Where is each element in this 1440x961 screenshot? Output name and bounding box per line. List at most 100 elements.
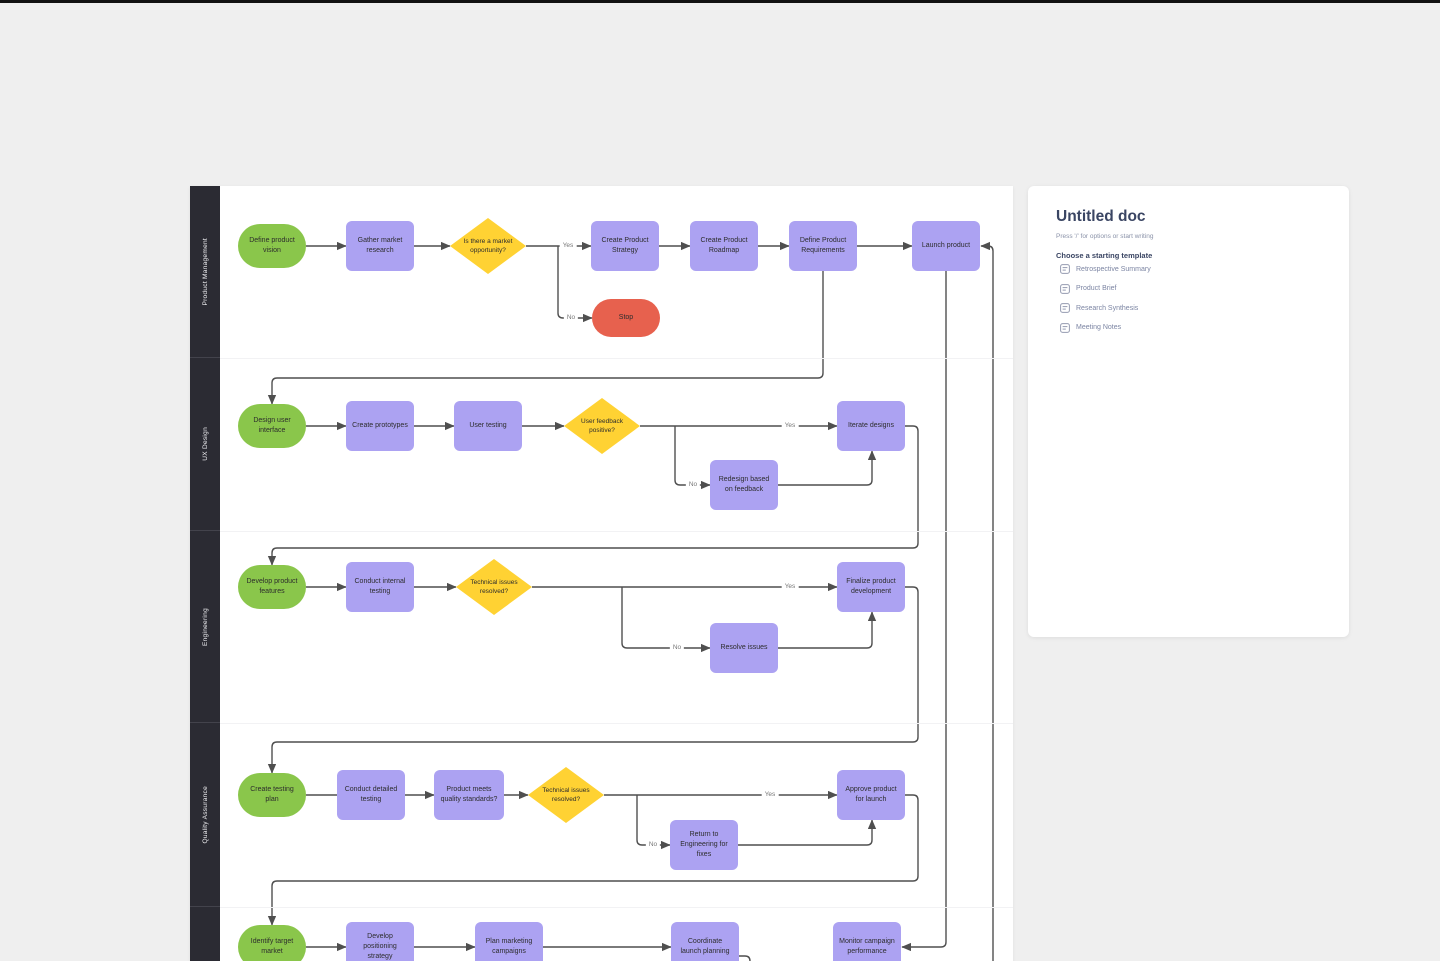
template-doc-icon xyxy=(1060,283,1070,294)
node-monitor-campaign-performance[interactable]: Monitor campaign performance xyxy=(833,922,901,961)
node-launch-product[interactable]: Launch product xyxy=(912,221,980,271)
node-conduct-internal-testing[interactable]: Conduct internal testing xyxy=(346,562,414,612)
connector xyxy=(738,819,877,846)
node-create-testing-plan[interactable]: Create testing plan xyxy=(238,773,306,817)
edge-label-no: No xyxy=(645,840,661,850)
node-define-product-requirements[interactable]: Define Product Requirements xyxy=(789,221,857,271)
node-define-product-vision[interactable]: Define product vision xyxy=(238,224,306,268)
template-doc-icon xyxy=(1060,322,1070,333)
node-user-feedback-positive[interactable]: User feedback positive? xyxy=(564,398,640,454)
node-label: Define Product Requirements xyxy=(799,237,847,254)
lane-divider xyxy=(220,907,1013,908)
edge-label-yes: Yes xyxy=(559,241,577,251)
template-item-meeting-notes[interactable]: Meeting Notes xyxy=(1060,322,1122,333)
node-return-to-engineering-for-fixes[interactable]: Return to Engineering for fixes xyxy=(670,820,738,870)
node-label: Develop positioning strategy xyxy=(363,933,397,960)
edge-label-yes: Yes xyxy=(781,582,799,592)
swimlane-label[interactable]: Quality Assurance xyxy=(201,785,209,844)
template-item-label: Product Brief xyxy=(1076,285,1117,292)
connector xyxy=(636,795,671,850)
node-finalize-product-development[interactable]: Finalize product development xyxy=(837,562,905,612)
node-iterate-designs[interactable]: Iterate designs xyxy=(837,401,905,451)
lane-divider xyxy=(220,531,1013,532)
node-label: Resolve issues xyxy=(720,644,768,652)
template-doc-icon xyxy=(1060,264,1070,274)
swimlane-product-management: Product Management xyxy=(190,186,220,358)
lane-divider xyxy=(220,723,1013,724)
node-redesign-based-on-feedback[interactable]: Redesign based on feedback xyxy=(710,460,778,510)
node-market-opportunity[interactable]: Is there a market opportunity? xyxy=(450,218,526,274)
connector xyxy=(674,426,711,490)
node-label: Identify target market xyxy=(250,938,294,955)
node-stop[interactable]: Stop xyxy=(592,299,660,337)
edge-label-yes: Yes xyxy=(761,790,779,800)
doc-title[interactable]: Untitled doc xyxy=(1056,208,1146,225)
node-create-product-strategy[interactable]: Create Product Strategy xyxy=(591,221,659,271)
node-develop-product-features[interactable]: Develop product features xyxy=(238,565,306,609)
edge-label-yes: Yes xyxy=(781,421,799,431)
connector xyxy=(621,587,711,653)
node-gather-market-research[interactable]: Gather market research xyxy=(346,221,414,271)
node-label: Technical issues resolved? xyxy=(470,578,518,595)
node-label: Redesign based on feedback xyxy=(718,476,770,493)
swimlane-label[interactable]: Engineering xyxy=(201,607,209,646)
edge-label-no: No xyxy=(669,643,685,653)
node-approve-product-for-launch[interactable]: Approve product for launch xyxy=(837,770,905,820)
node-conduct-detailed-testing[interactable]: Conduct detailed testing xyxy=(337,770,405,820)
swimlane-lane-5 xyxy=(190,907,220,961)
node-label: Product meets quality standards? xyxy=(440,786,498,803)
edge-label-no: No xyxy=(563,313,579,323)
node-create-prototypes[interactable]: Create prototypes xyxy=(346,401,414,451)
node-user-testing[interactable]: User testing xyxy=(454,401,522,451)
node-label: Create Product Roadmap xyxy=(700,237,748,254)
node-label: Conduct detailed testing xyxy=(344,786,398,803)
node-technical-issues-resolved-qa[interactable]: Technical issues resolved? xyxy=(528,767,604,823)
node-label: Create prototypes xyxy=(352,422,408,430)
node-label: Develop product features xyxy=(246,578,298,595)
node-plan-marketing-campaigns[interactable]: Plan marketing campaigns xyxy=(475,922,543,961)
template-item-research-synthesis[interactable]: Research Synthesis xyxy=(1060,303,1138,313)
node-label: Design user interface xyxy=(253,417,291,434)
node-label: Conduct internal testing xyxy=(354,578,406,595)
node-identify-target-market[interactable]: Identify target market xyxy=(238,925,306,961)
template-section-title: Choose a starting template xyxy=(1056,251,1153,260)
node-label: Coordinate launch planning xyxy=(680,938,730,955)
node-label: Is there a market opportunity? xyxy=(463,237,513,254)
template-doc-icon xyxy=(1060,303,1070,313)
node-label: Finalize product development xyxy=(846,578,896,595)
node-label: User feedback positive? xyxy=(581,417,623,434)
connector xyxy=(778,611,877,649)
node-label: Create testing plan xyxy=(250,786,294,803)
document-panel: Untitled doc Press '/' for options or st… xyxy=(1028,186,1349,637)
node-resolve-issues[interactable]: Resolve issues xyxy=(710,623,778,673)
template-item-label: Meeting Notes xyxy=(1076,324,1122,331)
node-label: Iterate designs xyxy=(848,422,894,430)
node-label: Technical issues resolved? xyxy=(542,786,590,803)
node-label: Gather market research xyxy=(357,237,403,254)
template-item-retrospective-summary[interactable]: Retrospective Summary xyxy=(1060,264,1151,274)
template-item-product-brief[interactable]: Product Brief xyxy=(1060,283,1117,294)
node-create-product-roadmap[interactable]: Create Product Roadmap xyxy=(690,221,758,271)
edge-label-no: No xyxy=(685,480,701,490)
node-label: Approve product for launch xyxy=(845,786,897,803)
node-label: Stop xyxy=(618,314,634,322)
node-label: Create Product Strategy xyxy=(601,237,649,254)
node-product-meets-quality-standards[interactable]: Product meets quality standards? xyxy=(434,770,504,820)
node-coordinate-launch-planning[interactable]: Coordinate launch planning xyxy=(671,922,739,961)
node-technical-issues-resolved-eng[interactable]: Technical issues resolved? xyxy=(456,559,532,615)
connector xyxy=(267,271,824,405)
swimlane-label[interactable]: UX Design xyxy=(201,427,209,461)
lane-divider xyxy=(220,358,1013,359)
node-design-user-interface[interactable]: Design user interface xyxy=(238,404,306,448)
template-item-label: Research Synthesis xyxy=(1076,304,1139,312)
connector xyxy=(778,450,877,486)
node-label: User testing xyxy=(469,422,507,430)
node-label: Return to Engineering for fixes xyxy=(680,831,728,858)
node-develop-positioning-strategy[interactable]: Develop positioning strategy xyxy=(346,922,414,961)
node-label: Launch product xyxy=(921,242,971,250)
swimlane-label[interactable]: Product Management xyxy=(201,237,209,306)
connector xyxy=(267,586,919,774)
